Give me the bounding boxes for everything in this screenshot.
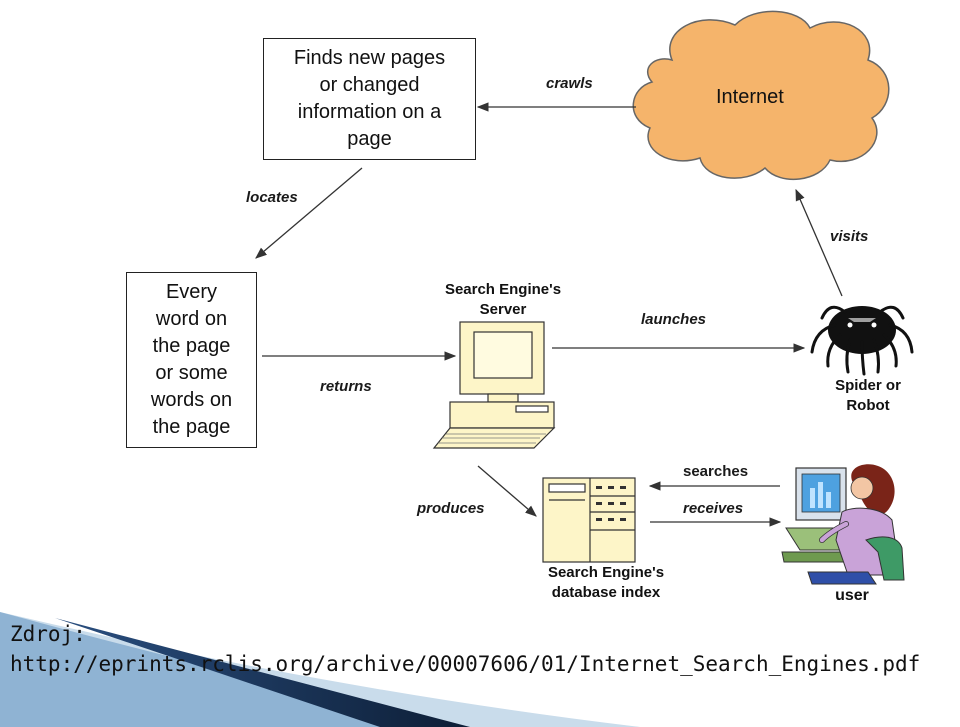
words-box-line: the page (152, 416, 231, 438)
edge-label-searches: searches (683, 463, 749, 480)
spider-caption: Spider or Robot (820, 376, 916, 416)
decorative-wedge (0, 612, 640, 727)
server-computer-icon (432, 321, 556, 449)
words-box-line: Every (165, 281, 218, 303)
edge-label-receives: receives (683, 500, 744, 517)
words-box-line: words on (150, 389, 233, 411)
edge-label-crawls: crawls (546, 75, 593, 92)
database-caption: Search Engine's database index (530, 563, 682, 603)
words-box-line: word on (155, 308, 228, 330)
edge-label-returns: returns (320, 378, 372, 395)
finds-new-pages-box: Finds new pages or changed information o… (263, 38, 476, 160)
arrow-produces (477, 465, 537, 517)
arrow-locates (255, 167, 363, 259)
edge-label-launches: launches (641, 311, 707, 328)
server-caption: Search Engine's Server (432, 280, 574, 320)
source-citation: Zdroj: http://eprints.rclis.org/archive/… (10, 619, 920, 679)
spider-caption-line: Robot (846, 397, 890, 414)
every-word-box: Every word on the page or some words on … (126, 272, 257, 448)
server-caption-line: Server (479, 301, 527, 318)
words-box-line: or some (155, 362, 228, 384)
edge-label-visits: visits (830, 228, 869, 245)
arrow-visits (795, 188, 843, 297)
spider-caption-line: Spider or (835, 377, 901, 394)
source-url: http://eprints.rclis.org/archive/0000760… (10, 652, 921, 676)
arrows (255, 102, 843, 527)
internet-cloud (632, 10, 890, 181)
user-icon (781, 464, 905, 585)
finds-box-line: Finds new pages (293, 47, 446, 69)
words-box-line: the page (152, 335, 231, 357)
database-caption-line: Search Engine's (547, 564, 665, 581)
database-caption-line: database index (551, 584, 661, 601)
finds-box-line: page (347, 128, 392, 150)
internet-label: Internet (716, 86, 784, 108)
source-label: Zdroj: (10, 622, 86, 646)
spider-icon (810, 305, 914, 376)
server-caption-line: Search Engine's (444, 281, 562, 298)
user-caption: user (835, 587, 869, 604)
finds-box-line: information on a (297, 101, 442, 123)
finds-box-line: or changed (319, 74, 420, 96)
edge-label-produces: produces (417, 500, 485, 517)
database-cabinet-icon (542, 477, 636, 563)
edge-label-locates: locates (246, 189, 298, 206)
